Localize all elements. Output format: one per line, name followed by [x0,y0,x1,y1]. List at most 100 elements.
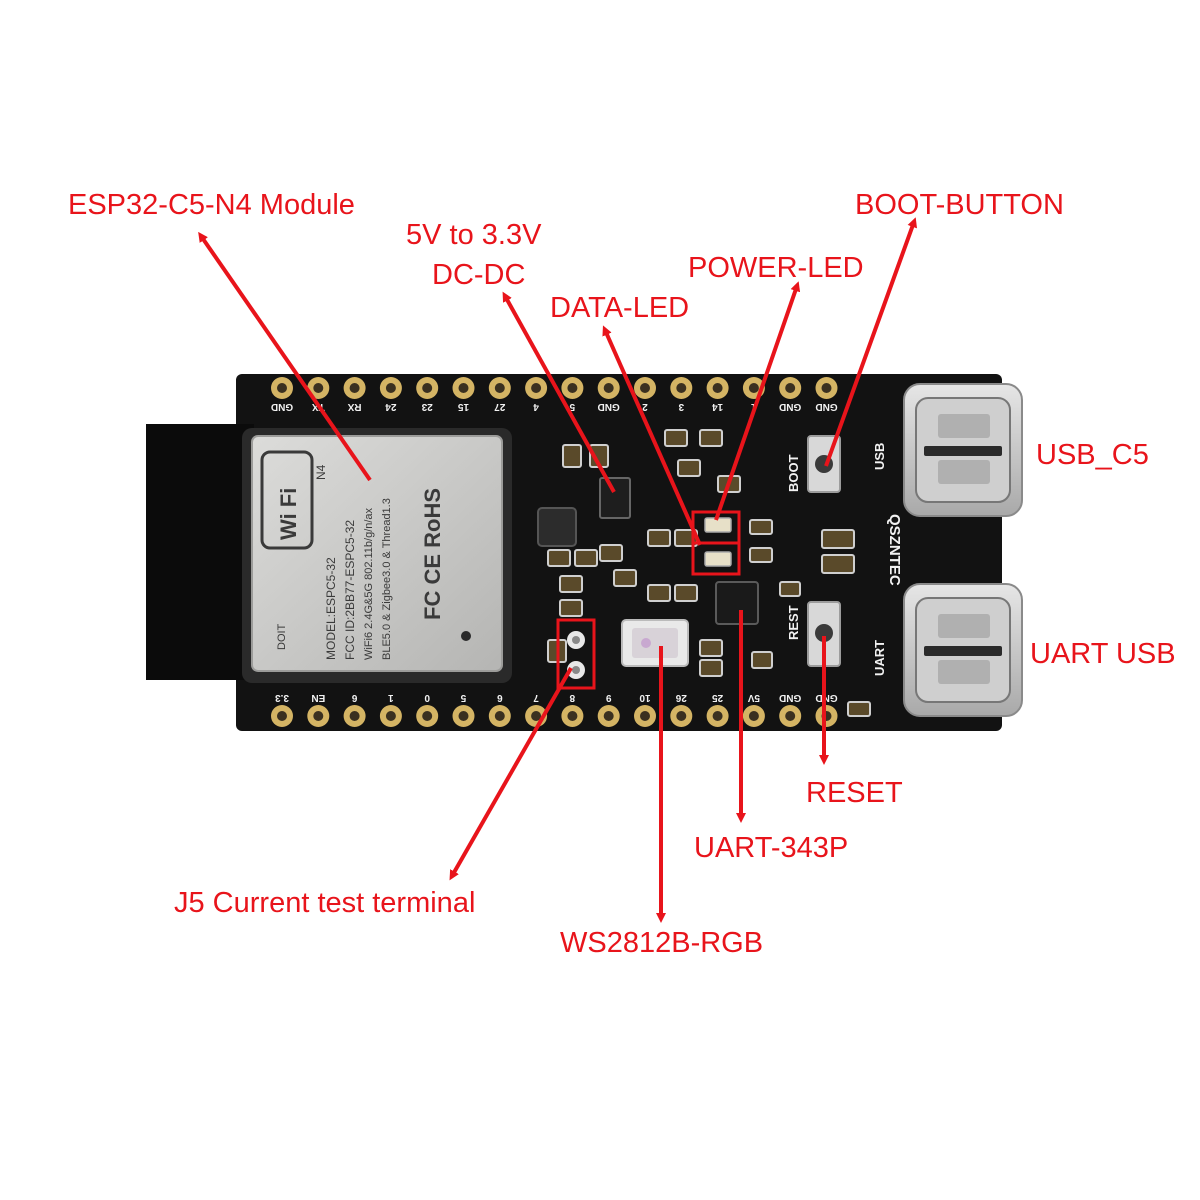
arrow-power-led [714,281,801,521]
smd-components [547,429,871,717]
uart-343p-callout: UART-343P [694,832,849,864]
bottom-pin-label: GND [815,692,837,703]
uart-silk-label: UART [872,640,887,676]
j5-callout: J5 Current test terminal [174,887,476,919]
module-brand-text: DOIT [276,623,288,650]
arrow-dcdc [502,291,616,493]
module-dot [461,631,471,641]
bottom-pin-label: 0 [424,692,430,703]
top-pin-hole [603,383,614,393]
power-led-callout: POWER-LED [688,252,864,284]
usb-c5-connector [903,383,1023,517]
bottom-pin-hole [422,711,433,721]
bottom-pin-label: 10 [639,692,651,703]
bottom-pin-label: 5V [747,692,760,703]
brand-silk-label: QSZNTEC [886,514,903,586]
top-pin-hole [567,383,578,393]
bottom-pin-label: EN [311,692,325,703]
arrow-module [198,231,372,482]
module-ble-spec-text: BLE5.0 & Zigbee3.0 & Thread1.3 [381,498,393,660]
bottom-pin-label: 8 [569,692,575,703]
bottom-pin-label: 5 [460,692,466,703]
top-pin-label: GND [815,401,837,412]
bottom-pin-label: 26 [675,692,687,703]
top-pin-label: 27 [494,401,506,412]
top-pin-hole [748,383,759,393]
module-printing: Wi Fi N4 DOIT MODEL:ESPC5-32 FCC ID:2BB7… [260,450,471,660]
module-fcc-text: FCC ID:2BB77-ESPC5-32 [343,520,357,660]
arrow-boot [824,217,918,467]
bottom-pin-hole [748,711,759,721]
bottom-pin-hole [712,711,723,721]
module-model-text: MODEL:ESPC5-32 [324,557,338,660]
usb-silk-label: USB [872,443,887,470]
wifi-logo [260,450,314,550]
data-led-callout: DATA-LED [550,292,690,324]
dcdc-inductor [537,507,577,547]
top-pin-hole [385,383,396,393]
top-pin-hole [422,383,433,393]
reset-silk-label: REST [786,605,801,640]
bottom-pin-hole [458,711,469,721]
top-pin-label: 2 [642,401,648,412]
top-pin-hole [712,383,723,393]
wifi-logo-text: Wi Fi [276,488,301,540]
data-led [704,551,732,567]
top-pin-label: RX [347,401,361,412]
arrow-data-led [602,325,702,546]
bottom-pin-hole [494,711,505,721]
uart-usb-connector [903,583,1023,717]
top-pin-label: GND [598,401,620,412]
top-pin-label: 4 [533,401,539,412]
module-wifi-spec-text: WiFi6 2.4G&5G 802.11b/g/n/ax [363,507,375,660]
top-pin-label: 3 [678,401,684,412]
top-pin-hole [676,383,687,393]
top-pin-hole [821,383,832,393]
top-pin-hole [313,383,324,393]
bottom-pin-label: 1 [388,692,394,703]
arrow-j5 [449,667,573,881]
bottom-pin-label: 9 [605,692,611,703]
bottom-pin-label: 7 [533,692,539,703]
bottom-pin-hole [277,711,287,721]
top-pin-hole [494,383,505,393]
reset-button [807,601,841,667]
rgb-led [621,619,689,667]
top-pin-label: 5 [569,401,575,412]
boot-button-callout: BOOT-BUTTON [855,189,1064,221]
bottom-pin-hole [313,711,324,721]
rgb-callout: WS2812B-RGB [560,927,764,959]
module-n4-text: N4 [314,464,328,480]
bottom-pin-hole [349,711,360,721]
bottom-pin-hole [640,711,650,721]
callout-arrows [198,217,918,923]
top-pin-label: 14 [712,401,724,412]
top-pin-hole [458,383,469,393]
bottom-pin-hole [531,711,542,721]
bottom-pin-hole [785,711,796,721]
dcdc-chip [599,477,631,519]
uart-usb-callout: UART USB [1030,638,1176,670]
top-pin-hole [785,383,796,393]
boot-silk-label: BOOT [786,454,801,492]
bottom-pin-label: 25 [712,692,724,703]
top-pin-label: 24 [385,401,397,412]
module-marks-text: FC CE RoHS [420,488,445,620]
bottom-pin-label: 6 [351,692,357,703]
top-pin-hole [640,383,650,393]
usb-c5-callout: USB_C5 [1036,439,1149,471]
bottom-pin-label: 6 [497,692,503,703]
bottom-pin-label: GND [779,692,801,703]
module-callout: ESP32-C5-N4 Module [68,189,355,221]
esp32-module [242,428,512,683]
dcdc-callout-line1: 5V to 3.3V [406,219,542,251]
bottom-pin-hole [603,711,614,721]
bottom-pin-hole [676,711,687,721]
j5-terminal [556,618,596,690]
top-pin-hole [349,383,360,393]
reset-callout: RESET [806,777,903,809]
uart-chip [715,581,759,625]
